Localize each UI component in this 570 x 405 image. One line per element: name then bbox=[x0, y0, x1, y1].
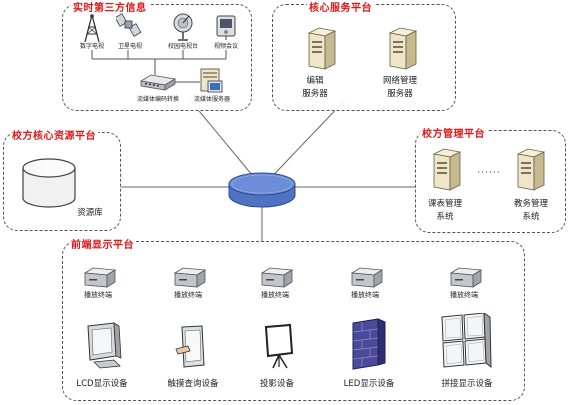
network-server-label-2: 服务器 bbox=[387, 89, 413, 99]
satellite-tv-label: 卫星电视 bbox=[117, 43, 142, 50]
management-title: 校方管理平台 bbox=[420, 125, 487, 140]
codec-label: 流媒体编码转换 bbox=[136, 96, 179, 103]
projector-screen-icon bbox=[262, 323, 296, 369]
terminal-label-5: 播放终端 bbox=[450, 291, 478, 299]
academic-label-2: 系统 bbox=[522, 212, 540, 222]
touch-label: 触摸查询设备 bbox=[167, 379, 219, 389]
media-server-label: 流媒体服务器 bbox=[193, 96, 230, 103]
projector-label: 投影设备 bbox=[259, 379, 294, 389]
dish-antenna-icon bbox=[171, 12, 195, 42]
digital-tv-label: 数字电视 bbox=[79, 43, 104, 50]
network-server-label-1: 网络管理 bbox=[382, 76, 417, 86]
codec-switch-icon bbox=[139, 73, 177, 93]
edit-server-label-2: 服务器 bbox=[302, 89, 328, 99]
lcd-label: LCD显示设备 bbox=[76, 379, 128, 389]
video-wall-label: 拼接显示设备 bbox=[441, 379, 493, 389]
frontend-title: 前端显示平台 bbox=[69, 236, 136, 251]
campus-tv-label: 校园电视台 bbox=[167, 43, 198, 50]
schedule-server-icon bbox=[428, 148, 462, 192]
academic-server-icon bbox=[512, 148, 546, 192]
terminal-icon-2 bbox=[173, 267, 207, 289]
core-service-panel: 核心服务平台 bbox=[272, 0, 456, 111]
academic-label-1: 教务管理 bbox=[513, 199, 548, 209]
tv-tower-icon bbox=[82, 13, 102, 43]
edit-server-label-1: 编辑 bbox=[306, 76, 324, 86]
media-server-icon bbox=[198, 68, 224, 96]
resource-db-label: 资源库 bbox=[77, 208, 103, 218]
video-conference-label: 视频会议 bbox=[213, 43, 238, 50]
terminal-icon-3 bbox=[260, 267, 294, 289]
third-party-title: 实时第三方信息 bbox=[71, 0, 149, 14]
terminal-icon-5 bbox=[449, 267, 483, 289]
schedule-label-2: 系统 bbox=[436, 212, 454, 222]
edit-server-icon bbox=[303, 27, 337, 71]
satellite-icon bbox=[116, 12, 142, 40]
video-camera-icon bbox=[214, 14, 238, 42]
ellipsis-label: ······ bbox=[477, 168, 501, 178]
video-wall-icon bbox=[438, 313, 494, 373]
core-service-title: 核心服务平台 bbox=[307, 0, 374, 14]
core-hub-icon bbox=[227, 171, 297, 211]
terminal-icon-1 bbox=[83, 267, 117, 289]
terminal-label-4: 播放终端 bbox=[351, 291, 379, 299]
led-label: LED显示设备 bbox=[343, 379, 395, 389]
schedule-label-1: 课表管理 bbox=[427, 199, 462, 209]
terminal-label-3: 播放终端 bbox=[261, 291, 289, 299]
led-wall-icon bbox=[350, 317, 388, 371]
terminal-icon-4 bbox=[350, 267, 384, 289]
terminal-label-1: 播放终端 bbox=[84, 291, 112, 299]
lcd-monitor-icon bbox=[84, 322, 124, 370]
network-server-icon bbox=[384, 27, 418, 71]
database-icon bbox=[21, 158, 77, 210]
core-resource-title: 校方核心资源平台 bbox=[10, 127, 98, 142]
touch-device-icon bbox=[174, 325, 210, 369]
terminal-label-2: 播放终端 bbox=[174, 291, 202, 299]
